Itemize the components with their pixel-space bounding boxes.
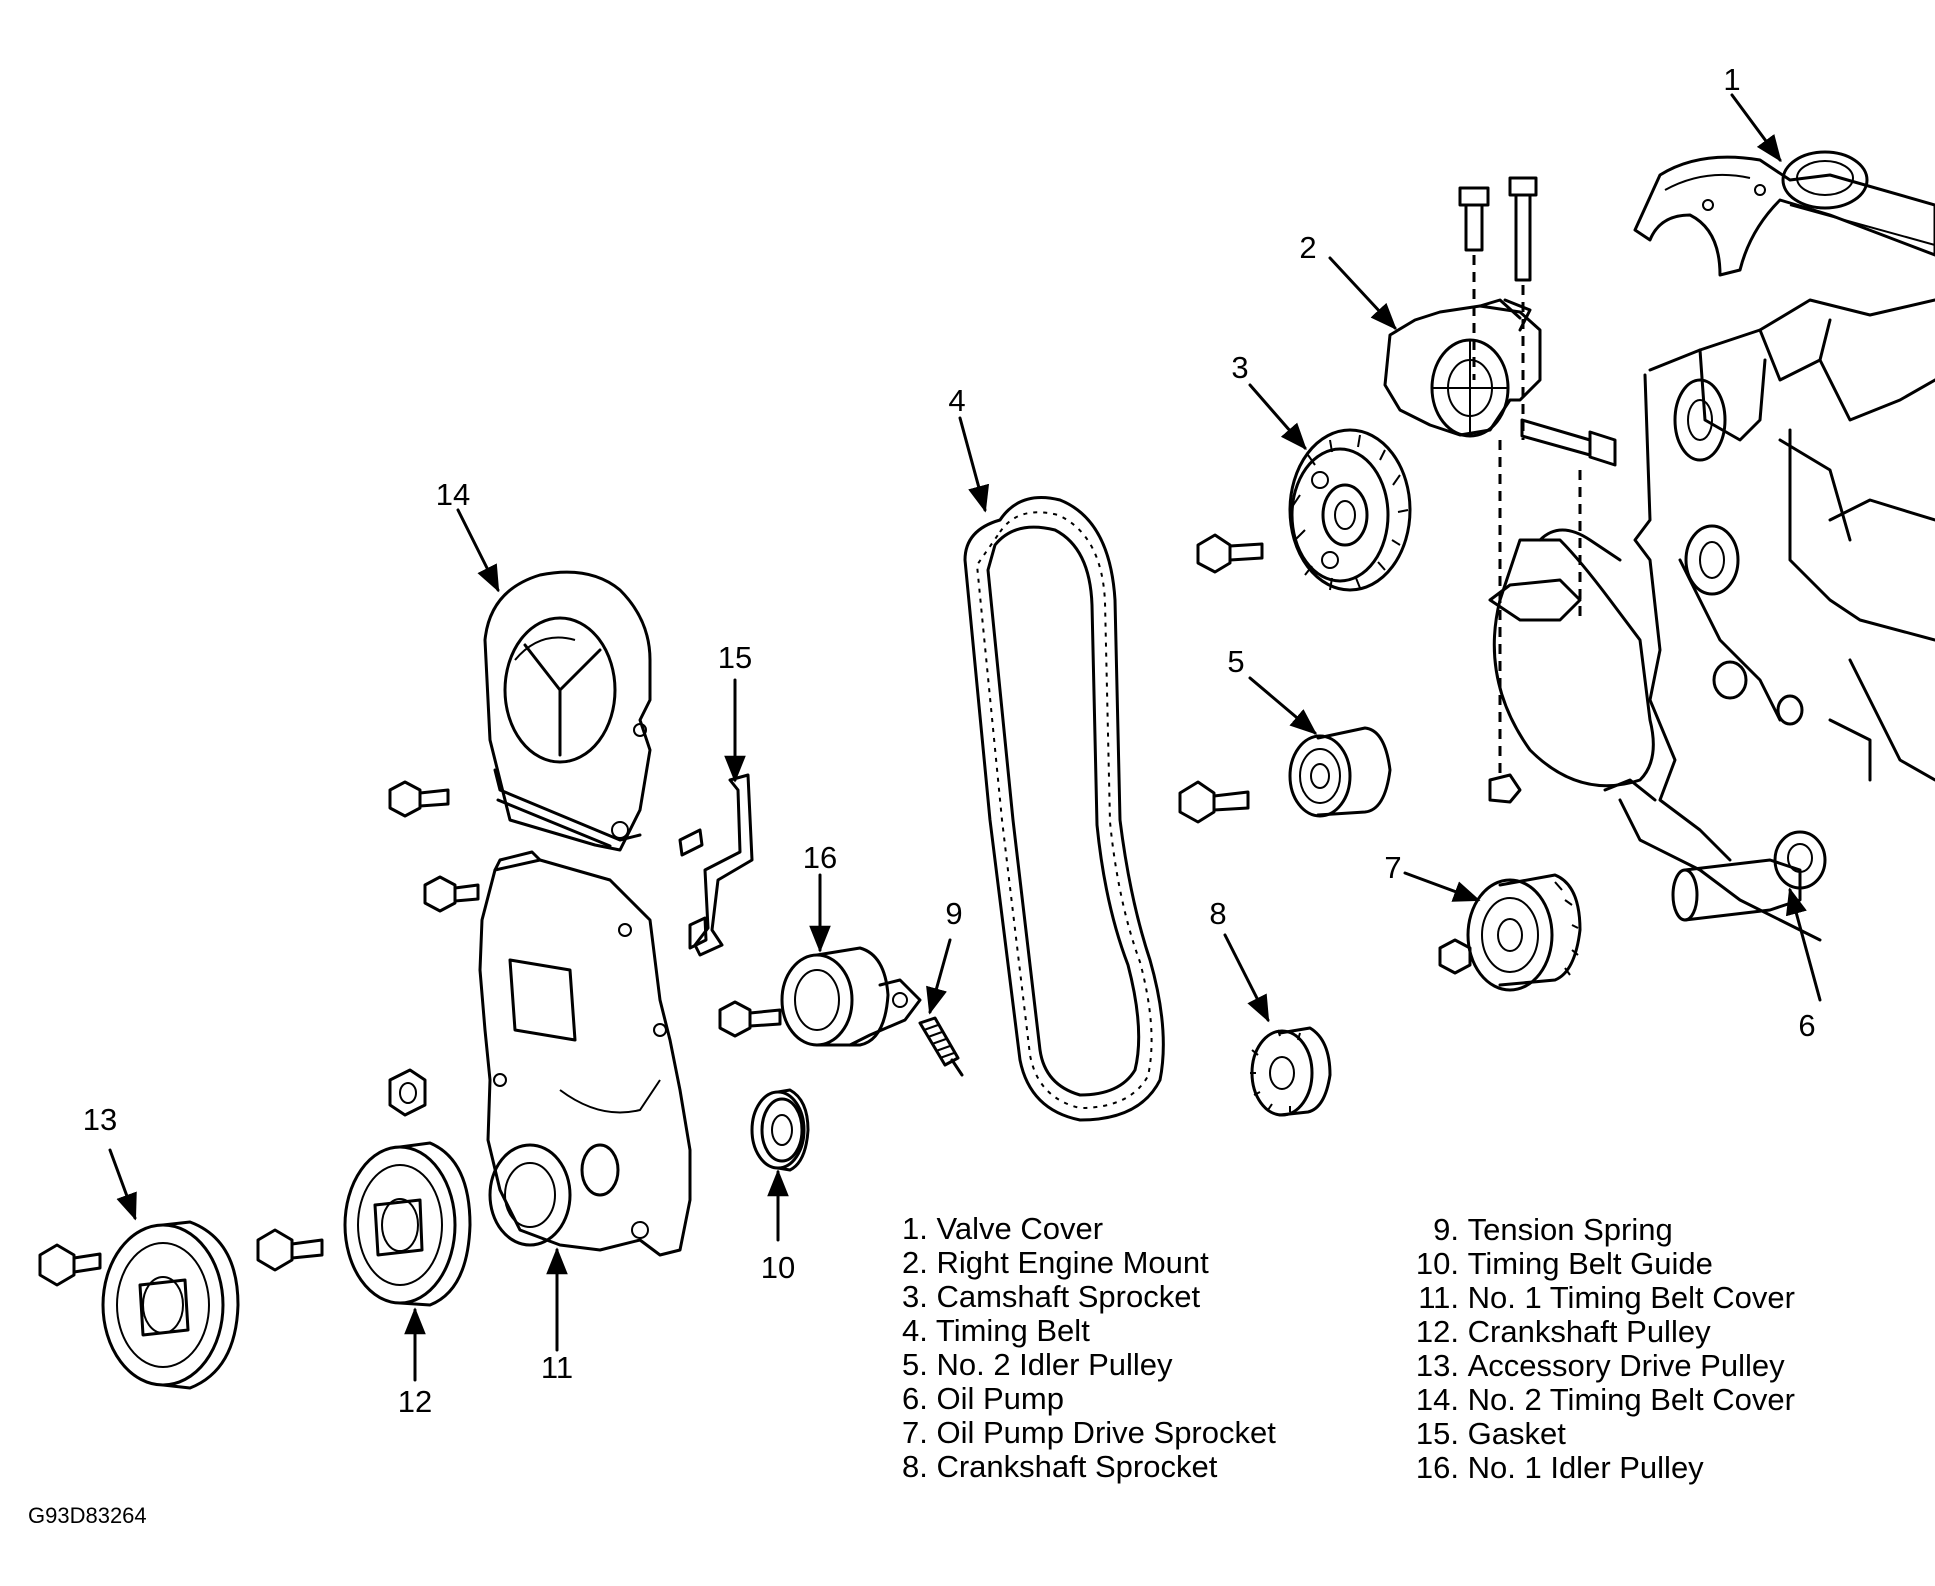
crankshaft-sprocket <box>1250 1026 1332 1117</box>
legend-text: Accessory Drive Pulley <box>1467 1348 1785 1383</box>
callout-4: 4 <box>948 383 965 418</box>
accessory-drive-pulley <box>101 1220 240 1390</box>
no1-timing-belt-cover <box>478 850 692 1257</box>
pulley-bolt-13 <box>38 1243 102 1287</box>
legend-number: 13. <box>1415 1348 1459 1383</box>
legend-item: 9. Tension Spring <box>1405 1213 1795 1247</box>
crankshaft-pulley <box>343 1141 472 1307</box>
legend-item: 14. No. 2 Timing Belt Cover <box>1405 1383 1795 1417</box>
legend-item: 6. Oil Pump <box>902 1381 1064 1416</box>
legend-item: 8. Crankshaft Sprocket <box>902 1449 1218 1484</box>
callout-5: 5 <box>1227 644 1244 679</box>
legend-number: 14. <box>1415 1382 1459 1417</box>
gasket <box>678 773 754 957</box>
callout-1: 1 <box>1723 62 1740 97</box>
legend-item: 1. Valve Cover <box>902 1211 1104 1246</box>
callout-2: 2 <box>1299 230 1316 265</box>
legend-text: Tension Spring <box>1467 1212 1673 1247</box>
legend-item: 2. Right Engine Mount <box>902 1245 1209 1280</box>
camshaft-sprocket <box>1288 428 1412 592</box>
legend-item: 7. Oil Pump Drive Sprocket <box>902 1415 1276 1450</box>
no2-timing-belt-cover <box>483 570 652 852</box>
timing-belt <box>963 496 1165 1122</box>
idler-bolt-16 <box>718 1000 782 1038</box>
legend-text: Crankshaft Pulley <box>1467 1314 1711 1349</box>
leader-arrows <box>108 93 1822 1382</box>
callout-11: 11 <box>541 1350 573 1385</box>
callout-9: 9 <box>945 896 962 931</box>
legend-number: 11. <box>1418 1280 1459 1315</box>
legend-text: Timing Belt Guide <box>1467 1246 1713 1281</box>
legend-right: 9. Tension Spring 10. Timing Belt Guide … <box>1405 1213 1795 1485</box>
legend-text: No. 1 Timing Belt Cover <box>1467 1280 1795 1315</box>
callout-3: 3 <box>1231 350 1248 385</box>
cover-bolt-upper <box>388 780 450 818</box>
callout-7: 7 <box>1384 850 1401 885</box>
idler-bolt <box>1178 780 1250 824</box>
no2-idler-pulley <box>1288 726 1392 818</box>
valve-cover <box>1633 150 1935 277</box>
callout-14: 14 <box>436 477 470 512</box>
tension-spring <box>918 1016 964 1077</box>
callout-16: 16 <box>803 840 837 875</box>
no1-idler-pulley <box>780 946 922 1047</box>
callout-13: 13 <box>83 1102 117 1137</box>
legend-item: 11. No. 1 Timing Belt Cover <box>1405 1281 1795 1315</box>
mount-bolts <box>1458 176 1617 804</box>
legend-text: Gasket <box>1467 1416 1566 1451</box>
timing-belt-guide <box>750 1088 810 1172</box>
legend-text: No. 1 Idler Pulley <box>1467 1450 1704 1485</box>
callout-6: 6 <box>1798 1008 1815 1043</box>
callout-10: 10 <box>761 1250 795 1285</box>
cover-bolt-lower <box>423 875 480 913</box>
legend-item: 4. Timing Belt <box>902 1313 1090 1348</box>
legend-number: 15. <box>1415 1416 1459 1451</box>
callout-12: 12 <box>398 1384 432 1419</box>
legend-item: 5. No. 2 Idler Pulley <box>902 1347 1173 1382</box>
legend-text: No. 2 Timing Belt Cover <box>1467 1382 1795 1417</box>
legend-number: 10. <box>1415 1246 1459 1281</box>
cam-bolt <box>1196 533 1264 574</box>
callout-8: 8 <box>1209 896 1226 931</box>
legend-number: 12. <box>1415 1314 1459 1349</box>
legend-item: 15. Gasket <box>1405 1417 1795 1451</box>
callout-15: 15 <box>718 640 752 675</box>
figure-code: G93D83264 <box>28 1503 147 1528</box>
oil-pump-drive-sprocket <box>1466 873 1582 992</box>
legend-number: 9. <box>1433 1212 1459 1247</box>
legend-item: 12. Crankshaft Pulley <box>1405 1315 1795 1349</box>
legend-number: 16. <box>1415 1450 1459 1485</box>
legend-left: 1. Valve Cover 2. Right Engine Mount 3. … <box>902 1212 1276 1484</box>
legend-item: 13. Accessory Drive Pulley <box>1405 1349 1795 1383</box>
right-engine-mount <box>1383 298 1542 438</box>
legend-item: 10. Timing Belt Guide <box>1405 1247 1795 1281</box>
cover-grommet <box>388 1068 427 1117</box>
pulley-bolt-12 <box>256 1228 324 1272</box>
sprocket-nut <box>1438 938 1472 975</box>
engine-block <box>1488 298 1935 942</box>
legend-item: 3. Camshaft Sprocket <box>902 1279 1201 1314</box>
legend-item: 16. No. 1 Idler Pulley <box>1405 1451 1795 1485</box>
